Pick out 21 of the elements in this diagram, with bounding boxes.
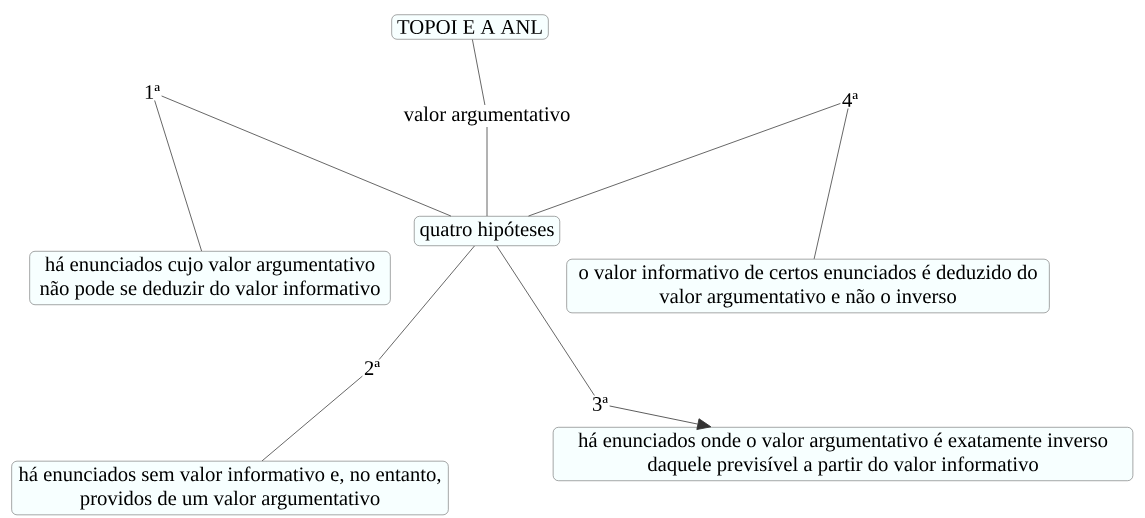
connector-line	[528, 103, 841, 217]
arrow	[609, 405, 712, 430]
link-label: 3ª	[592, 397, 608, 411]
concept-box: há enunciados sem valor informativo e, no entanto, providos de um valor argumentativo	[11, 460, 449, 516]
connector-line	[161, 95, 452, 217]
link-label: 1ª	[145, 85, 160, 99]
concept-box: TOPOI E A ANL	[391, 14, 549, 40]
connector-line	[378, 245, 475, 360]
connector-line	[813, 108, 849, 260]
link-label: valor argumentativo	[403, 106, 570, 126]
concept-box: quatro hipóteses	[413, 216, 561, 246]
connector-line	[486, 126, 488, 217]
connector-line	[154, 100, 202, 252]
concept-box: há enunciados onde o valor argumentativo é exatamente inverso daquele previsível a partir do valor informativo	[552, 427, 1134, 481]
connector-line	[261, 375, 363, 462]
link-label: 4ª	[842, 93, 858, 107]
connector-line	[472, 39, 486, 106]
connector-line	[496, 245, 595, 396]
concept-box: há enunciados cujo valor argumentativo não pode se deduzir do valor informativo	[29, 251, 391, 305]
concept-box: o valor informativo de certos enunciados é deduzido do valor argumentativo e não o inverso	[566, 258, 1050, 314]
link-label: 2ª	[364, 361, 380, 375]
